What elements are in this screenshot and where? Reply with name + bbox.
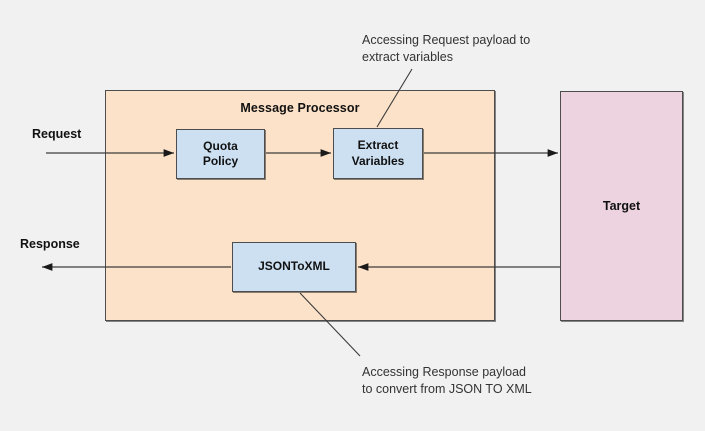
message-processor-title: Message Processor [240, 101, 360, 115]
response-annotation-text: Accessing Response payload to convert fr… [362, 365, 532, 396]
policy-box-jsontoxml[interactable]: JSONToXML [232, 242, 356, 292]
jsontoxml-label: JSONToXML [258, 259, 330, 274]
target-label: Target [602, 199, 641, 213]
quota-policy-line2: Policy [202, 154, 239, 168]
extract-variables-line1: Extract [357, 138, 399, 153]
leader-line-response-annotation [299, 292, 361, 357]
request-annotation-text: Accessing Request payload to extract var… [362, 33, 531, 64]
leader-line-request-annotation [376, 68, 413, 128]
quota-policy-line1: Quota [203, 138, 238, 153]
response-flow-label: Response [20, 237, 80, 251]
request-flow-label: Request [32, 127, 82, 141]
target-container[interactable]: Target [560, 91, 683, 321]
extract-variables-line2: Variables [351, 153, 405, 168]
